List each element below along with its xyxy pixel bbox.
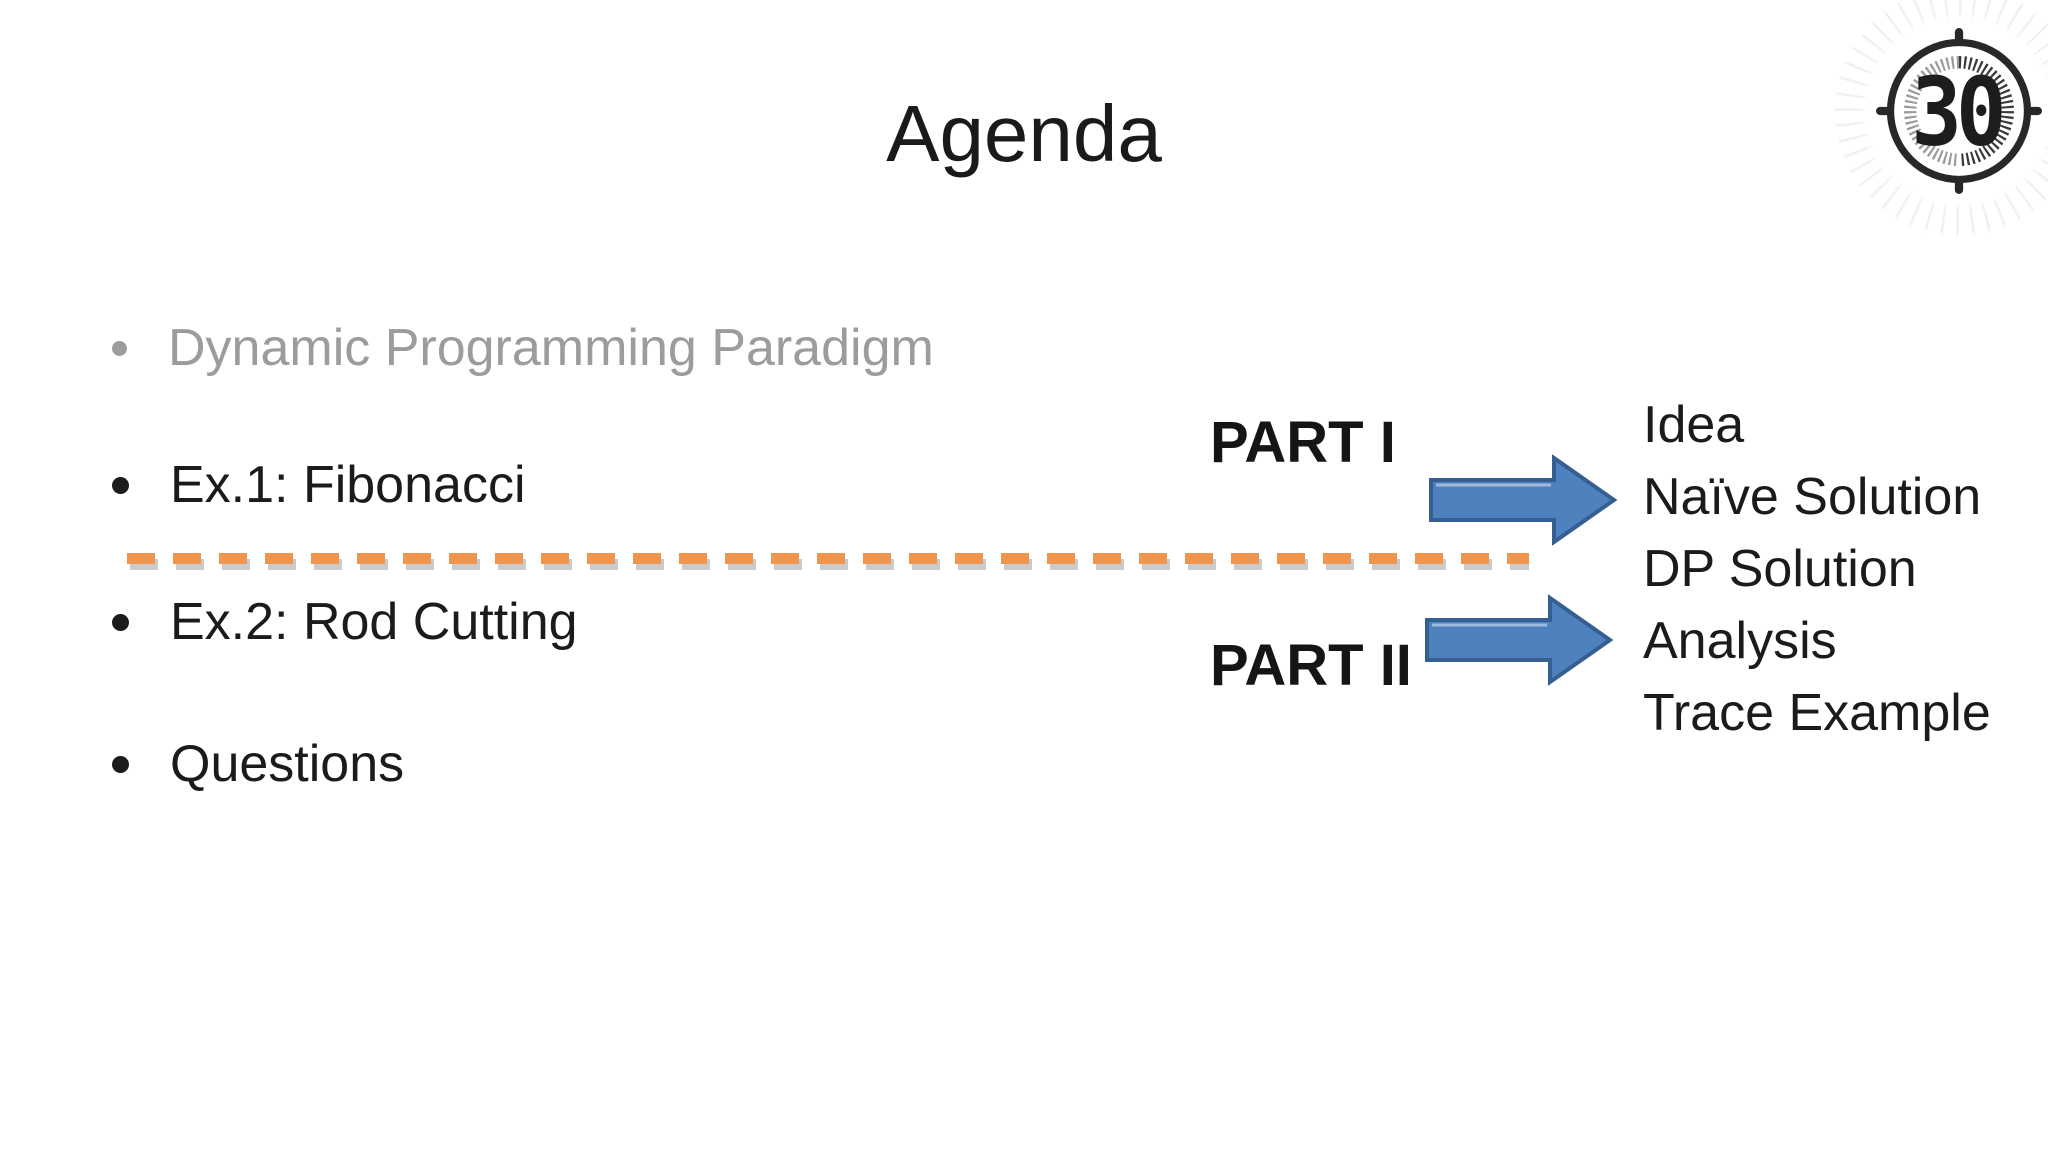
section-divider-dashed [127, 553, 1529, 571]
timer-icon: 30 [1876, 28, 2042, 195]
right-arrow-icon [1424, 594, 1614, 686]
topic-item: Idea [1643, 396, 1745, 454]
agenda-item-label: Ex.2: Rod Cutting [170, 593, 578, 651]
agenda-item: Ex.1: Fibonacci [112, 455, 526, 515]
agenda-item: Dynamic Programming Paradigm [112, 318, 934, 378]
topic-item: Naïve Solution [1643, 468, 1982, 526]
part-2-label: PART II [1210, 633, 1412, 698]
page-title: Agenda [886, 89, 1162, 178]
topic-item: DP Solution [1643, 540, 1917, 598]
timer-value: 30 [1911, 57, 2006, 167]
bullet-dot [112, 755, 129, 773]
agenda-item-label: Ex.1: Fibonacci [170, 456, 526, 514]
topic-item: Trace Example [1643, 684, 1991, 742]
part-1-label: PART I [1210, 410, 1396, 475]
bullet-dot [112, 476, 129, 494]
bullet-dot [112, 340, 127, 356]
timer-clock-face [1876, 28, 2042, 195]
right-arrow-icon [1428, 454, 1618, 546]
agenda-item-label: Questions [170, 735, 405, 793]
agenda-item-label: Dynamic Programming Paradigm [168, 319, 934, 377]
agenda-item: Ex.2: Rod Cutting [112, 592, 578, 652]
agenda-item: Questions [112, 734, 404, 794]
topics-list: Idea Naïve Solution DP Solution Analysis… [1643, 389, 1991, 749]
bullet-dot [112, 613, 129, 631]
topic-item: Analysis [1643, 612, 1837, 670]
